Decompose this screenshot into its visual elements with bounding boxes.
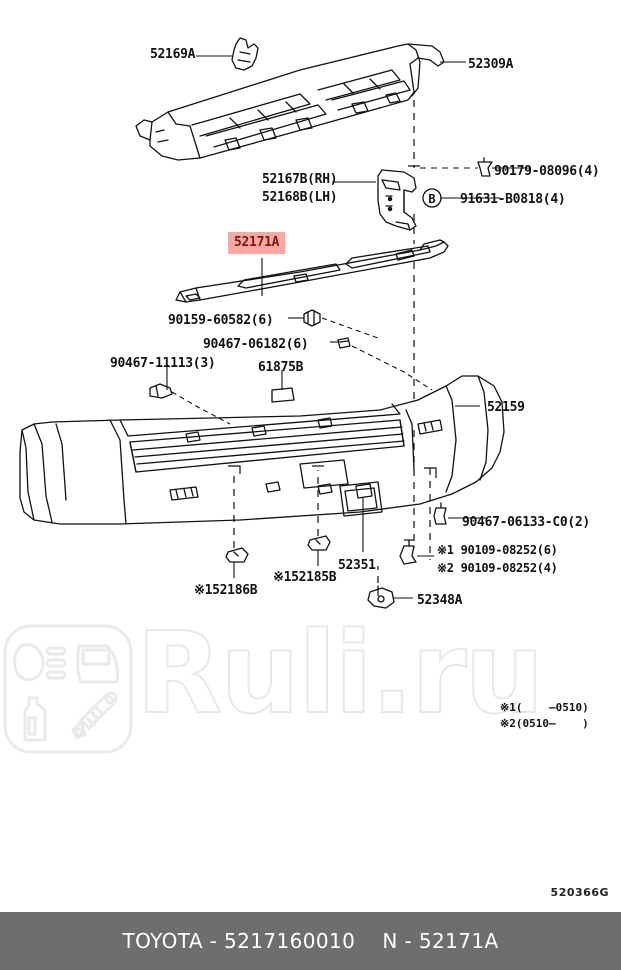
part-label-90109-08252-1: ※1 90109-08252(6) <box>437 543 558 557</box>
part-label-90179-08096: 90179-08096(4) <box>494 164 600 179</box>
part-shape-52348A <box>367 585 395 609</box>
symbol-circle-b: B <box>422 188 442 208</box>
date-legend-line-2: ※2(0510– ) <box>500 717 589 730</box>
part-label-90467-06182: 90467-06182(6) <box>203 337 309 352</box>
part-label-52167B-rh: 52167B(RH) <box>262 172 338 187</box>
assembly-dashed-leaders <box>171 167 478 425</box>
part-shape-52171A <box>175 239 449 303</box>
part-label-91631-B0818: 91631-B0818(4) <box>460 192 566 207</box>
footer-caption: TOYOTA - 5217160010 N - 52171A <box>122 929 499 953</box>
part-shape-90109 <box>399 539 417 565</box>
part-shape-52186B <box>225 547 249 563</box>
part-shape-52309A <box>135 43 445 161</box>
part-shape-52169A <box>231 37 259 71</box>
part-shape-61875B <box>271 387 295 403</box>
part-label-52186B: ※152186B <box>194 583 258 598</box>
assembly-dashed-lines <box>233 100 431 596</box>
part-shape-52167B <box>377 169 417 231</box>
part-shape-90467-06133 <box>433 502 447 525</box>
part-label-52351: 52351 <box>338 558 376 573</box>
part-label-52185B: ※152185B <box>273 570 337 585</box>
part-shape-90467-06182 <box>337 337 351 349</box>
part-label-90109-08252-2: ※2 90109-08252(4) <box>437 561 558 575</box>
part-label-52169A: 52169A <box>150 47 196 62</box>
part-label-61875B: 61875B <box>258 360 304 375</box>
part-label-52159: 52159 <box>487 400 525 415</box>
part-shape-52185B <box>307 535 331 551</box>
part-shape-52159 <box>19 375 505 525</box>
svg-text:B: B <box>428 192 435 206</box>
part-label-90467-06133: 90467-06133-C0(2) <box>462 515 590 530</box>
footer-bar: TOYOTA - 5217160010 N - 52171A <box>0 912 621 970</box>
part-label-52168B-lh: 52168B(LH) <box>262 190 338 205</box>
part-shape-90179 <box>477 157 493 177</box>
part-label-52171A-highlighted: 52171A <box>228 232 286 254</box>
diagram-code: 520366G <box>550 886 609 899</box>
tick-marks <box>228 165 437 541</box>
part-shape-90467-11113 <box>149 383 173 399</box>
diagram-canvas: B <box>19 37 530 609</box>
part-label-90467-11113: 90467-11113(3) <box>110 356 216 371</box>
part-label-90159-60582: 90159-60582(6) <box>168 313 274 328</box>
part-shape-90159 <box>303 309 321 327</box>
part-label-52348A: 52348A <box>417 593 463 608</box>
leader-lines <box>166 55 530 599</box>
part-label-52309A: 52309A <box>468 57 514 72</box>
part-shape-52351 <box>355 483 373 499</box>
date-legend-line-1: ※1( –0510) <box>500 701 589 714</box>
